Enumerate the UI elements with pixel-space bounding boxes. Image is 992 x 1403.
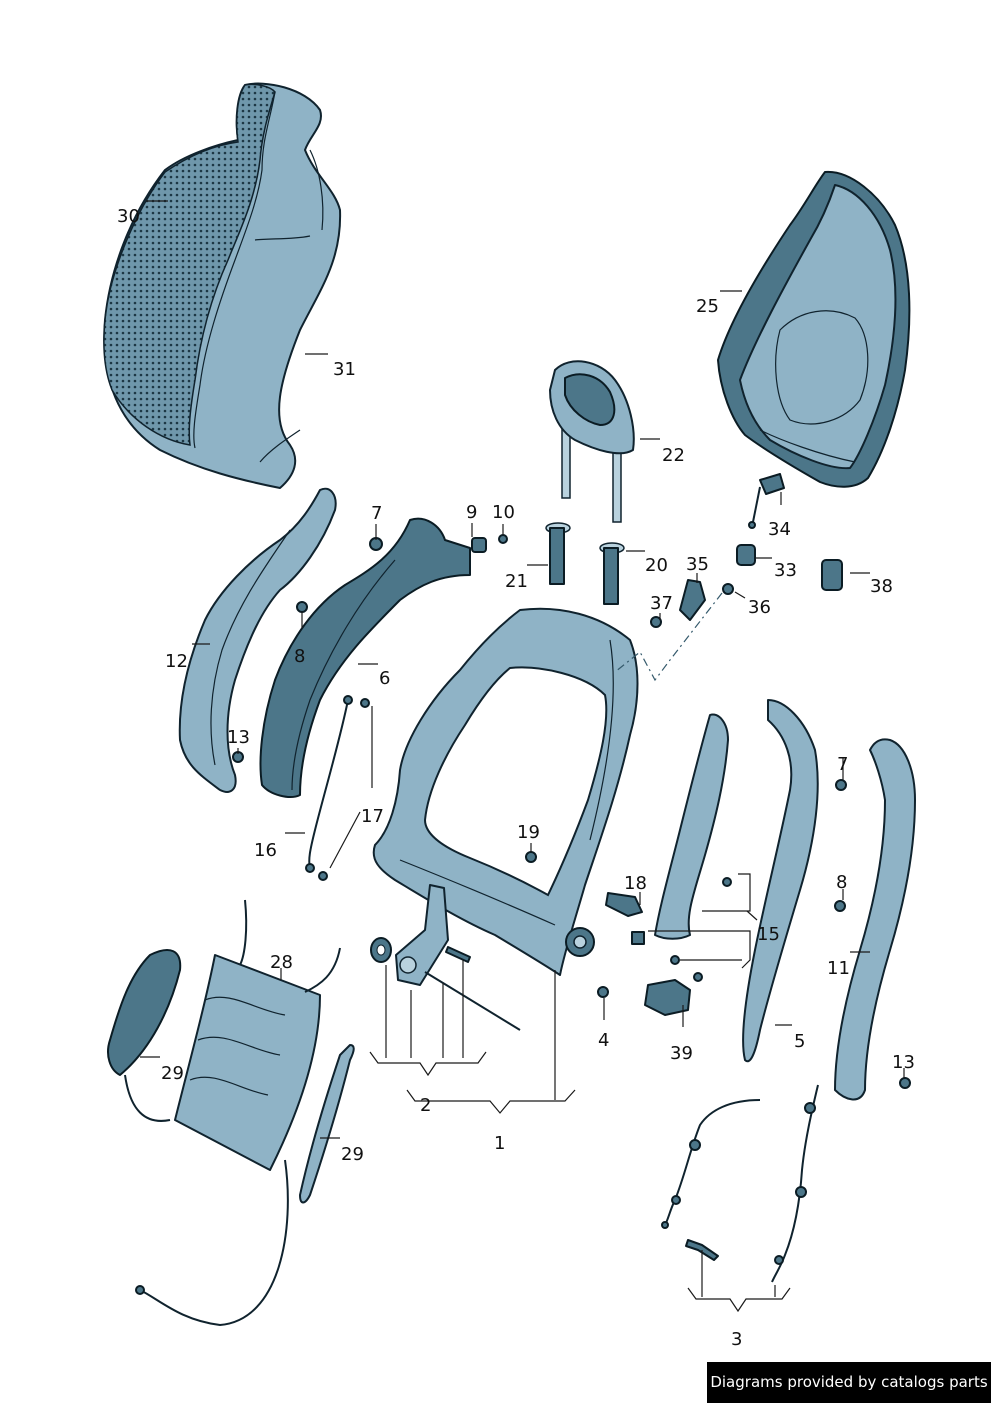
side-trim-left-part[interactable] [178, 487, 337, 793]
label-2: 2 [420, 1095, 431, 1116]
label-16: 16 [254, 840, 277, 861]
label-5: 5 [794, 1031, 805, 1052]
backrest-frame-part[interactable] [372, 607, 639, 976]
label-13-left: 13 [227, 727, 250, 748]
adjust-rod-part[interactable] [305, 695, 370, 881]
headrest-part[interactable] [549, 360, 635, 523]
label-35: 35 [686, 554, 709, 575]
label-4: 4 [598, 1030, 609, 1051]
screw-36-part[interactable] [722, 583, 734, 595]
screw-37-part[interactable] [650, 616, 662, 628]
label-25: 25 [696, 296, 719, 317]
label-10: 10 [492, 502, 515, 523]
label-19: 19 [517, 822, 540, 843]
side-trim-inner-left-part[interactable] [259, 517, 471, 798]
label-7-left: 7 [371, 503, 382, 524]
screw-13-right-part[interactable] [899, 1077, 911, 1089]
label-22: 22 [662, 445, 685, 466]
headrest-guide-left-part[interactable] [545, 522, 571, 585]
label-30: 30 [117, 206, 140, 227]
label-15: 15 [757, 924, 780, 945]
label-7-right: 7 [837, 754, 848, 775]
release-button-part[interactable] [736, 544, 756, 566]
label-12: 12 [165, 651, 188, 672]
label-29-right: 29 [341, 1144, 364, 1165]
clip-9-part[interactable] [471, 537, 487, 553]
leader-lines [140, 200, 905, 1313]
screw-8-right-part[interactable] [834, 900, 846, 912]
headrest-guide-right-part[interactable] [599, 542, 625, 605]
cap-part[interactable] [821, 559, 843, 591]
label-21: 21 [505, 571, 528, 592]
screw-4-part[interactable] [597, 986, 609, 998]
label-8-left: 8 [294, 646, 305, 667]
reference-labels: 30 31 25 22 21 20 7 9 10 34 33 38 35 36 … [117, 206, 915, 1350]
recliner-motor-part[interactable] [395, 884, 449, 986]
bracket-18-part[interactable] [605, 892, 643, 917]
release-lever-part[interactable] [748, 473, 785, 529]
bowden-cable-right-part[interactable] [771, 1084, 819, 1283]
label-11: 11 [827, 958, 850, 979]
bracket-part[interactable] [679, 579, 706, 621]
side-trim-right-inner-part[interactable] [654, 713, 729, 940]
label-18: 18 [624, 873, 647, 894]
label-31: 31 [333, 359, 356, 380]
rear-panel-part[interactable] [717, 170, 911, 488]
clip-15a-part[interactable] [722, 877, 732, 887]
label-6: 6 [379, 668, 390, 689]
label-28: 28 [270, 952, 293, 973]
bowden-cable-left-part[interactable] [661, 1099, 761, 1229]
label-8-right: 8 [836, 872, 847, 893]
backrest-cover-part[interactable] [103, 82, 342, 489]
side-trim-right-part[interactable] [742, 699, 819, 1063]
label-3: 3 [731, 1329, 742, 1350]
label-37: 37 [650, 593, 673, 614]
label-34: 34 [768, 519, 791, 540]
label-39: 39 [670, 1043, 693, 1064]
label-9: 9 [466, 502, 477, 523]
clip-15b-part[interactable] [631, 931, 645, 945]
assembly-indicator-line [614, 592, 723, 682]
screw-19-part[interactable] [525, 851, 537, 863]
label-20: 20 [645, 555, 668, 576]
label-17: 17 [361, 806, 384, 827]
clip-15c-part[interactable] [670, 955, 680, 965]
shaft-part[interactable] [424, 971, 521, 1031]
washer-part[interactable] [370, 937, 392, 963]
screw-8-left-part[interactable] [296, 601, 308, 613]
clip-7-right-part[interactable] [835, 779, 847, 791]
screw-10-part[interactable] [498, 534, 508, 544]
label-33: 33 [774, 560, 797, 581]
side-panel-right-part[interactable] [834, 738, 916, 1101]
control-unit-part[interactable] [644, 972, 703, 1016]
heater-strip-part[interactable] [299, 1044, 355, 1204]
label-38: 38 [870, 576, 893, 597]
label-1: 1 [494, 1133, 505, 1154]
side-airbag-left-part[interactable] [107, 949, 182, 1122]
lumbar-mat-part[interactable] [135, 899, 341, 1327]
bolt-part[interactable] [445, 946, 471, 963]
credit-banner: Diagrams provided by catalogs parts [707, 1362, 991, 1403]
label-13-right: 13 [892, 1052, 915, 1073]
label-29-left: 29 [161, 1063, 184, 1084]
label-36: 36 [748, 597, 771, 618]
